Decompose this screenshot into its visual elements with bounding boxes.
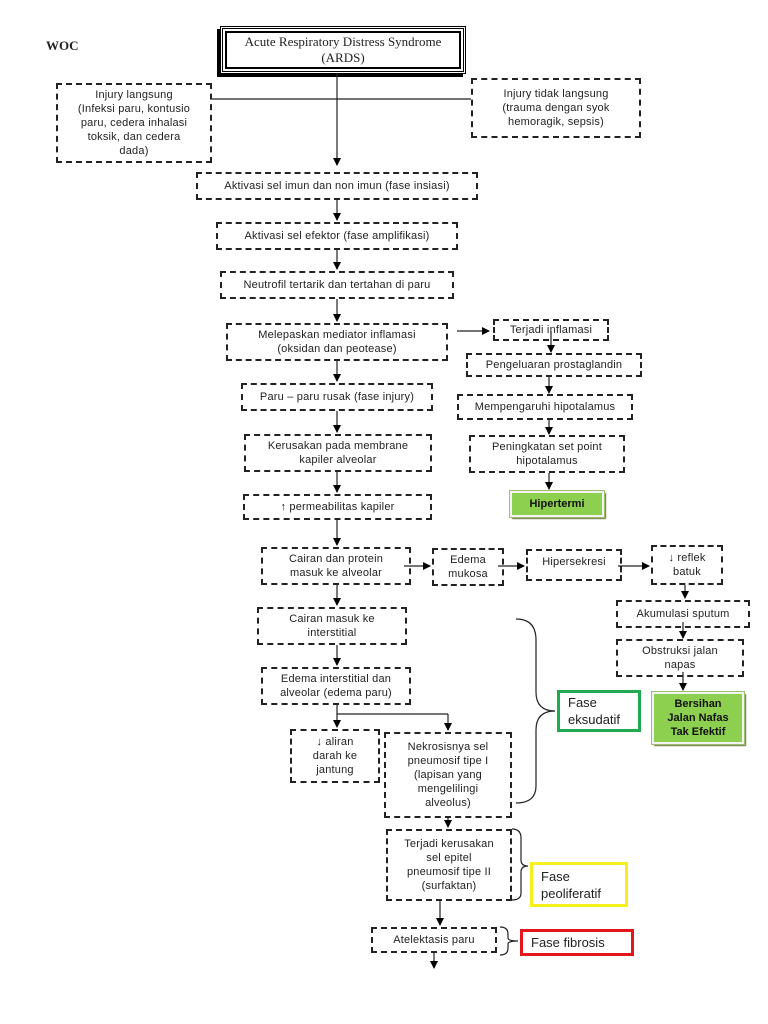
brace-exudative — [515, 618, 556, 804]
flow-step-atelectasis: Atelektasis paru — [371, 927, 497, 953]
flow-step-pulmonary-edema: Edema interstitial dan alveolar (edema p… — [261, 667, 411, 705]
branch-cough-reflex: ↓ reflek batuk — [651, 545, 723, 585]
diagnosis-airway-clearance: Bersihan Jalan Nafas Tak Efektif — [651, 691, 745, 745]
diagnosis-hipertermi: Hipertermi — [509, 490, 605, 518]
branch-prostaglandin: Pengeluaran prostaglandin — [466, 353, 642, 377]
ards-title-box: Acute Respiratory Distress Syndrome (ARD… — [220, 26, 466, 74]
flow-step-fluid-alveolar: Cairan dan protein masuk ke alveolar — [261, 547, 411, 585]
woc-heading: WOC — [46, 38, 79, 53]
flow-step-neutrophil: Neutrofil tertarik dan tertahan di paru — [220, 271, 454, 299]
branch-sputum: Akumulasi sputum — [616, 600, 750, 628]
direct-injury-box: Injury langsung (Infeksi paru, kontusio … — [56, 83, 212, 163]
branch-set-point: Peningkatan set point hipotalamus — [469, 435, 625, 473]
flow-step-fluid-interstitial: Cairan masuk ke interstitial — [257, 607, 407, 645]
brace-fibrosis — [499, 926, 519, 956]
branch-hypersecretion: Hipersekresi — [526, 549, 622, 581]
flow-step-type1-necrosis: Nekrosisnya sel pneumosif tipe I (lapisa… — [384, 732, 512, 818]
flow-step-effector-activation: Aktivasi sel efektor (fase amplifikasi) — [216, 222, 458, 250]
brace-proliferative — [511, 828, 529, 901]
flow-step-immune-activation: Aktivasi sel imun dan non imun (fase ins… — [196, 172, 478, 200]
branch-airway-obstruction: Obstruksi jalan napas — [616, 639, 744, 677]
flow-step-capillary-damage: Kerusakan pada membrane kapiler alveolar — [244, 434, 432, 472]
flow-step-reduced-blood-flow: ↓ aliran darah ke jantung — [290, 729, 380, 783]
phase-exudative: Fase eksudatif — [557, 690, 641, 732]
flow-step-type2-damage: Terjadi kerusakan sel epitel pneumosif t… — [386, 829, 512, 901]
phase-proliferative: Fase peoliferatif — [530, 862, 628, 907]
branch-mucosal-edema: Edema mukosa — [432, 548, 504, 586]
flow-step-lung-damage: Paru – paru rusak (fase injury) — [241, 383, 433, 411]
branch-hypothalamus: Mempengaruhi hipotalamus — [457, 394, 633, 420]
flow-step-permeability: ↑ permeabilitas kapiler — [243, 494, 432, 520]
flow-step-mediator-release: Melepaskan mediator inflamasi (oksidan d… — [226, 323, 448, 361]
indirect-injury-box: Injury tidak langsung (trauma dengan syo… — [471, 78, 641, 138]
phase-fibrosis: Fase fibrosis — [520, 929, 634, 956]
